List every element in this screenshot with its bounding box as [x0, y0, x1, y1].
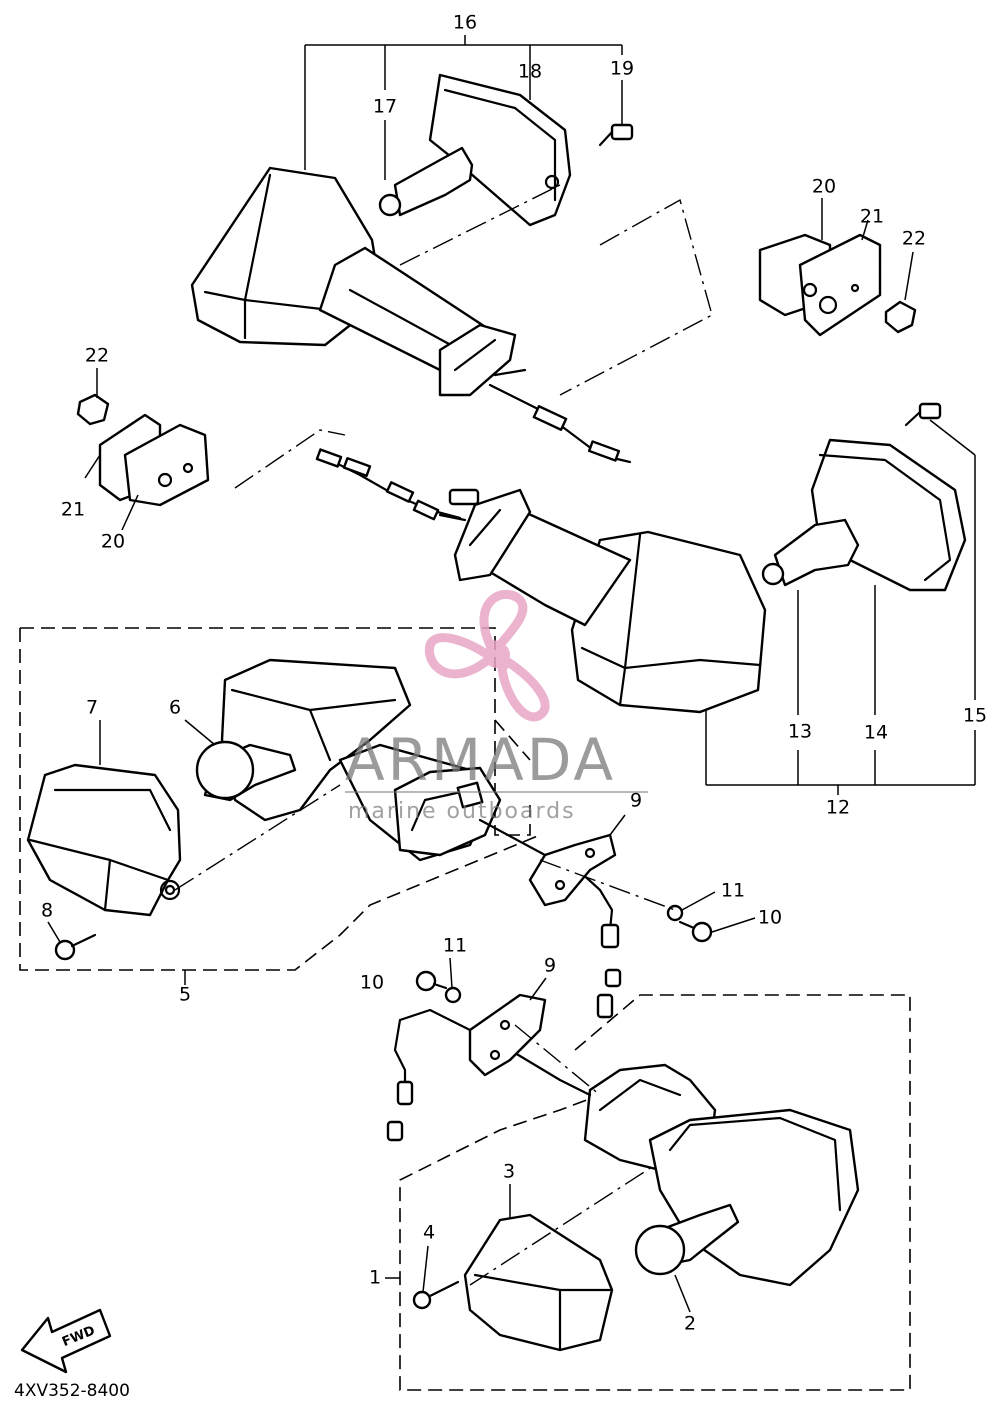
bracket-16	[304, 35, 623, 180]
lens-7	[26, 763, 182, 917]
screw-15-mid	[904, 402, 942, 427]
callout-21-right: 21	[860, 206, 884, 228]
callout-12: 12	[826, 797, 850, 819]
bracket-12	[705, 419, 976, 795]
group-5-box	[19, 627, 541, 971]
callout-labels: 16 18 19 17 20 21 22 22 21 20 15 13 14 1…	[41, 12, 987, 1335]
callout-15: 15	[963, 705, 987, 727]
screw-19-top	[598, 123, 634, 147]
nut-11-upper	[666, 904, 684, 922]
callout-8: 8	[41, 900, 53, 922]
mid-bulb-13	[761, 518, 860, 587]
callout-21-left: 21	[61, 499, 85, 521]
lens-3	[463, 1213, 614, 1352]
callout-3: 3	[503, 1161, 515, 1183]
callout-20-left: 20	[101, 531, 125, 553]
callout-11-lower: 11	[443, 935, 467, 957]
center-lines	[174, 184, 713, 1286]
screw-8	[54, 933, 97, 961]
callout-11-upper: 11	[721, 880, 745, 902]
propeller-blade-top	[479, 589, 528, 650]
fwd-arrow-icon: FWD	[20, 1308, 112, 1374]
nut-11-lower	[444, 986, 462, 1004]
callout-22-right: 22	[902, 228, 926, 250]
stay-set-right	[758, 233, 917, 337]
leader-lines	[47, 198, 914, 1313]
callout-7: 7	[86, 697, 98, 719]
callout-14: 14	[864, 722, 888, 744]
callout-13: 13	[788, 721, 812, 743]
callout-18: 18	[518, 61, 542, 83]
callout-9-upper: 9	[630, 790, 642, 812]
right-housing-assembly	[386, 1008, 860, 1287]
callout-5: 5	[179, 984, 191, 1006]
callout-16: 16	[453, 12, 477, 34]
callout-1: 1	[369, 1267, 381, 1289]
watermark-tagline: marine outboards	[348, 799, 576, 824]
callout-10-lower: 10	[360, 972, 384, 994]
screw-10-upper	[678, 920, 713, 943]
top-bulb-17	[378, 146, 474, 217]
callout-17: 17	[373, 96, 397, 118]
watermark-logo	[424, 589, 550, 722]
bulb-2	[634, 1203, 740, 1276]
callout-10-upper: 10	[758, 907, 782, 929]
callout-22-left: 22	[85, 345, 109, 367]
mid-turn-signal-assembly	[315, 448, 767, 714]
bulb-6	[195, 740, 297, 802]
left-housing-assembly	[220, 658, 622, 1019]
top-lens-18	[428, 73, 572, 227]
callout-6: 6	[169, 697, 181, 719]
callout-9-lower: 9	[544, 955, 556, 977]
top-turn-signal-assembly	[190, 166, 632, 464]
propeller-blade-left	[424, 633, 493, 679]
diagram-code: 4XV352-8400	[14, 1381, 130, 1401]
callout-2: 2	[684, 1313, 696, 1335]
bracket-9-lower	[468, 993, 547, 1077]
callout-20-right: 20	[812, 176, 836, 198]
propeller-blade-right	[497, 656, 550, 722]
screw-4	[412, 1280, 460, 1310]
screw-10-lower	[415, 970, 448, 992]
group-1-box	[399, 994, 911, 1391]
callout-4: 4	[423, 1222, 435, 1244]
stay-set-left	[76, 393, 210, 507]
callout-19: 19	[610, 58, 634, 80]
watermark-brand: ARMADA	[345, 726, 616, 794]
bracket-9-upper	[528, 833, 617, 907]
